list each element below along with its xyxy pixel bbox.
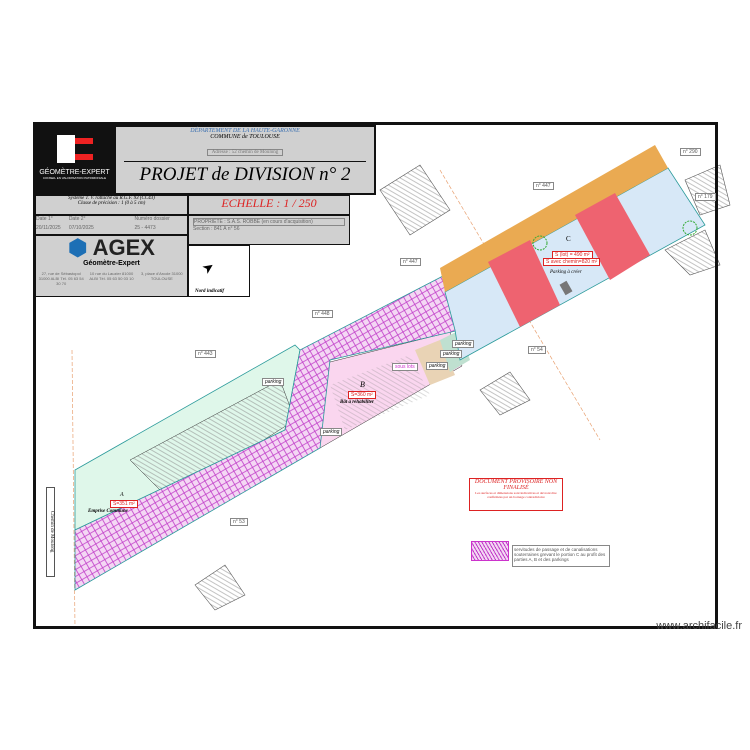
date2: 07/10/2025	[68, 225, 94, 231]
date1-header: Date 1°	[36, 216, 53, 222]
blank-header	[102, 216, 135, 225]
car-icon	[559, 280, 573, 296]
department: DÉPARTEMENT DE LA HAUTE-GARONNE	[190, 128, 300, 134]
building-zone-2	[575, 193, 650, 280]
property-owner: PROPRIÉTÉ : S.A.S. ROBBE (en cours d'acq…	[193, 218, 345, 226]
dossier-header: Numéro dossier	[134, 216, 170, 222]
system-box: Système T. V. rattaché au R.G.F. 93 (CC4…	[35, 195, 188, 215]
neighbour-buildings	[194, 164, 731, 611]
lot-c-letter: C	[566, 235, 571, 243]
blank	[102, 225, 135, 234]
north-arrow-icon: ➤	[199, 258, 218, 279]
watermark: www.archifacile.fr	[656, 620, 742, 632]
system-line2: Classe de précision : 1 (0 à 5 cm)	[77, 201, 146, 206]
office-3: 3, place d'Arcole 31000 TOULOUSE	[140, 271, 183, 281]
parcel-label: n° 290	[680, 148, 701, 156]
date2-header: Date 2°	[68, 216, 86, 222]
title-block: DÉPARTEMENT DE LA HAUTE-GARONNE COMMUNE …	[114, 125, 376, 195]
legend-text: servitudes de passage et de canalisation…	[512, 545, 610, 567]
lot-a-area: S=351 m²	[110, 500, 138, 508]
notice-text: Les surfaces et dimensions sont indicati…	[475, 491, 557, 499]
property-box: PROPRIÉTÉ : S.A.S. ROBBE (en cours d'acq…	[188, 215, 350, 245]
parcel-label: n° 448	[312, 310, 333, 318]
north-label: Nord indicatif	[195, 289, 225, 294]
office-2: 10 rue du Lauzier 81000 ALBI Tél. 05 63 …	[89, 271, 134, 281]
parking-label: parking	[320, 428, 343, 436]
property-section: Section : 841 A n° 56	[193, 226, 240, 232]
sheet-frame	[33, 122, 718, 629]
parking-label: parking	[452, 340, 475, 348]
lot-b-letter: B	[360, 380, 365, 389]
agex-name: AGEX	[92, 235, 155, 260]
notice-title: DOCUMENT PROVISOIRE NON FINALISÉ	[474, 479, 558, 491]
lot-b-note: Bât à réhabiliter	[340, 400, 374, 405]
road-label: Chemin de Moulong	[46, 487, 55, 577]
north-box: ➤ Nord indicatif	[188, 245, 250, 297]
parcel-label: n° 447	[400, 258, 421, 266]
parcel-label: n° 54	[528, 346, 546, 354]
system-line1: Système T. V. rattaché au R.G.F. 93 (CC4…	[68, 196, 155, 201]
dossier-number: 25 - 4473	[134, 225, 156, 231]
dates-table: Date 1° Date 2° Numéro dossier 20/11/202…	[35, 215, 188, 235]
page-title: PROJET de DIVISION n° 2	[124, 161, 366, 186]
address: Adresse : 52 chemin de Moulong	[206, 149, 284, 156]
scale: ECHELLE : 1 / 250	[188, 195, 350, 215]
provisional-notice: DOCUMENT PROVISOIRE NON FINALISÉ Les sur…	[469, 478, 563, 511]
legend-swatch	[471, 541, 509, 561]
lot-c-note: S avec chemin=820 m²	[543, 258, 601, 266]
agex-subtitle: Géomètre-Expert	[83, 260, 140, 267]
parcel-label: n° 447	[533, 182, 554, 190]
logo-text: GÉOMÈTRE-EXPERT	[39, 169, 110, 176]
parcel-label: n° 53	[230, 518, 248, 526]
lot-a-letter: A	[120, 492, 124, 498]
date1: 20/11/2025	[36, 225, 61, 231]
building-zone-1	[488, 240, 560, 327]
parking-label: parking	[262, 378, 285, 386]
parcel-label: n° 443	[195, 350, 216, 358]
agex-cube-icon: ⬢	[68, 235, 88, 260]
commune: COMMUNE de TOULOUSE	[210, 134, 280, 140]
access-strip	[440, 145, 668, 292]
parking-label: parking	[426, 362, 449, 370]
lot-a-note: Emprise Commune	[88, 509, 128, 514]
office-1: 27, rue de Sébastopol 31000 ALBI Tél. 05…	[38, 271, 84, 286]
agex-box: ⬢ AGEX Géomètre-Expert 27, rue de Sébast…	[35, 235, 188, 297]
parcel-label: n° 179	[695, 193, 716, 201]
car-label: Parking à créer	[550, 270, 582, 275]
geometre-expert-logo: GÉOMÈTRE-EXPERT CONSEIL EN VALORISATION …	[35, 125, 114, 195]
logo-subtext: CONSEIL EN VALORISATION PATRIMONIALE	[42, 176, 107, 180]
sub-lot-label: sous lots	[392, 363, 418, 371]
lot-b-area: S=360 m²	[348, 391, 376, 399]
boundary-line	[71, 349, 76, 629]
parking-label: parking	[440, 350, 463, 358]
